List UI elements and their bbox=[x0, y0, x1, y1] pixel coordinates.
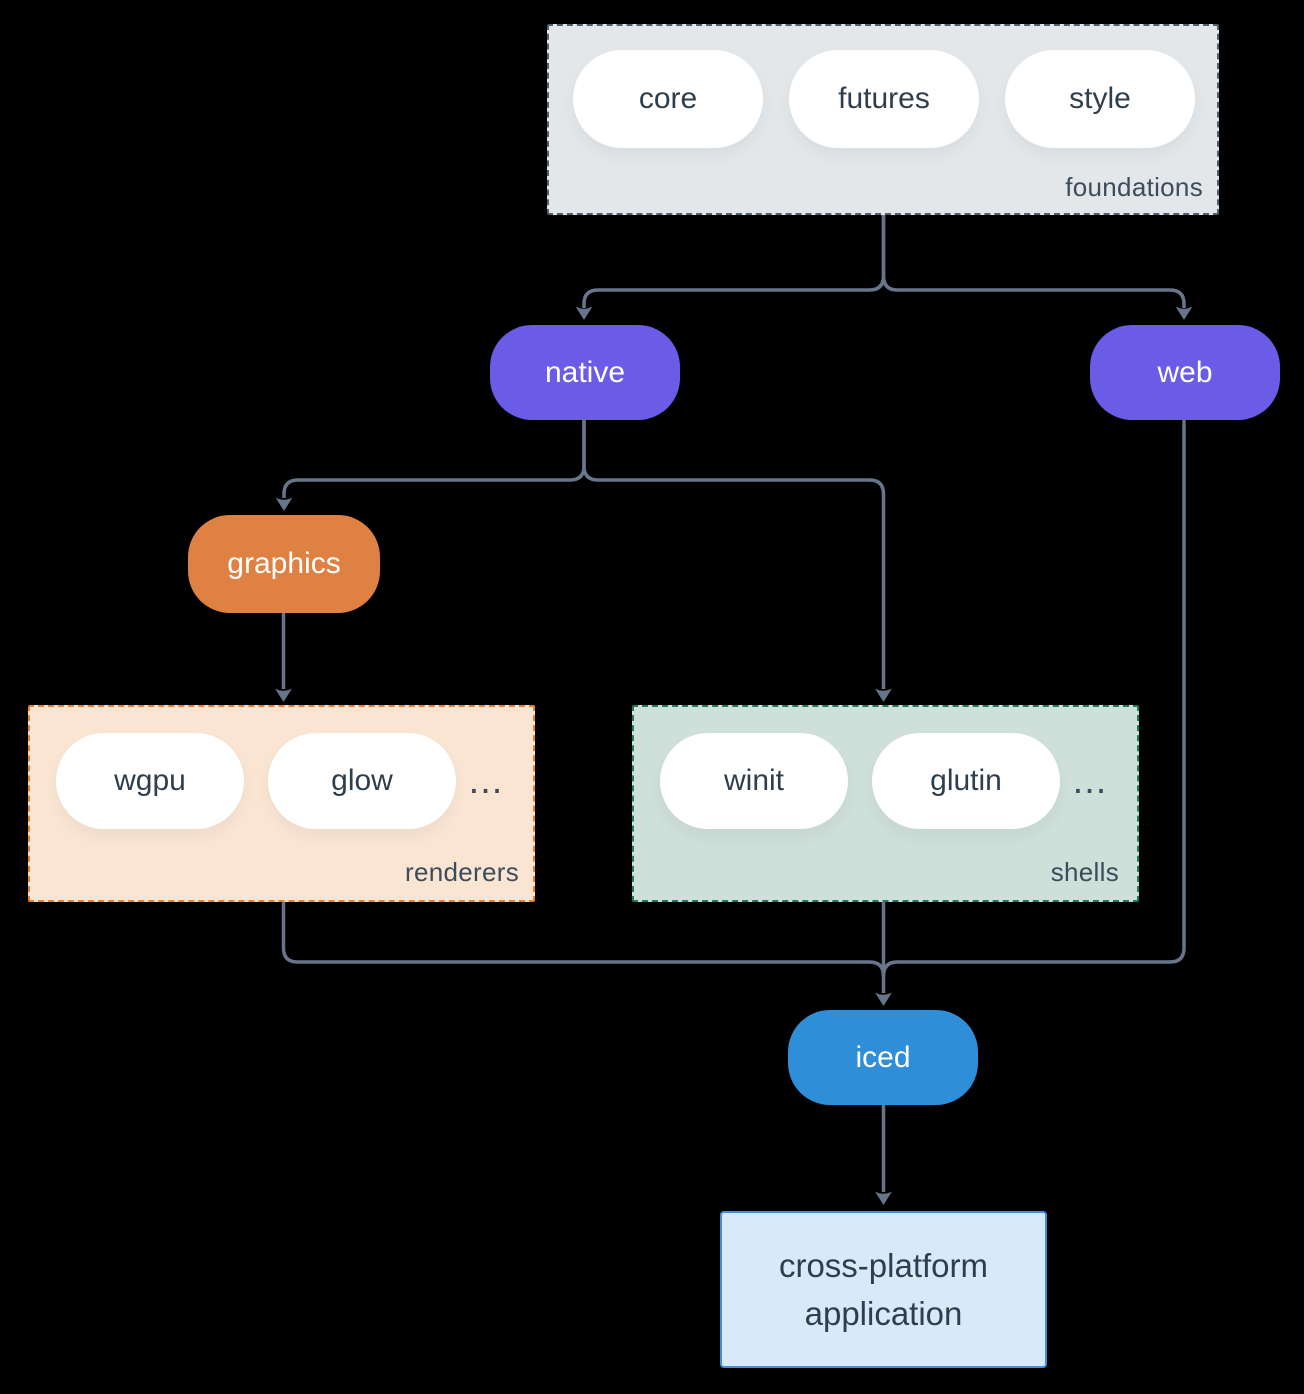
node-wgpu: wgpu bbox=[56, 733, 244, 829]
group-shells: winit glutin ... shells bbox=[632, 705, 1139, 902]
arrowhead-iced bbox=[875, 992, 892, 1006]
node-cross-platform-application: cross-platform application bbox=[720, 1211, 1047, 1368]
arrowhead-native bbox=[575, 306, 593, 320]
group-foundations: core futures style foundations bbox=[547, 24, 1219, 215]
node-style: style bbox=[1005, 50, 1195, 148]
node-native: native bbox=[490, 325, 680, 420]
edge-renderers-iced bbox=[281, 902, 886, 977]
renderers-ellipsis: ... bbox=[468, 759, 504, 802]
edge-native-graphics bbox=[282, 420, 586, 498]
node-core: core bbox=[573, 50, 763, 148]
arrowhead-graphics bbox=[275, 497, 293, 511]
arrowhead-renderers bbox=[275, 688, 292, 702]
arrowhead-application bbox=[875, 1191, 892, 1205]
arrowhead-web bbox=[1175, 306, 1193, 320]
node-winit: winit bbox=[660, 733, 848, 829]
shells-ellipsis: ... bbox=[1072, 759, 1108, 802]
node-glutin: glutin bbox=[872, 733, 1060, 829]
arrowhead-shells bbox=[875, 688, 892, 702]
group-foundations-label: foundations bbox=[1065, 172, 1203, 202]
node-futures: futures bbox=[789, 50, 979, 148]
edge-foundations-native bbox=[582, 215, 886, 308]
node-graphics: graphics bbox=[188, 515, 380, 613]
edge-foundations-web bbox=[881, 215, 1186, 308]
node-iced: iced bbox=[788, 1010, 978, 1105]
group-renderers: wgpu glow ... renderers bbox=[28, 705, 535, 902]
node-web: web bbox=[1090, 325, 1280, 420]
edge-native-shells bbox=[582, 420, 886, 689]
group-renderers-label: renderers bbox=[405, 857, 519, 887]
node-glow: glow bbox=[268, 733, 456, 829]
group-shells-label: shells bbox=[1050, 857, 1119, 887]
